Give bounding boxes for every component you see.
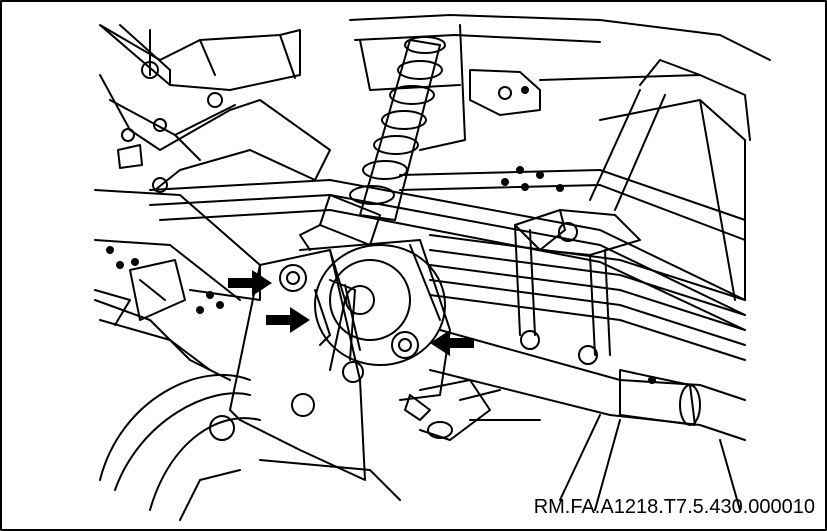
spring-eye-bushing xyxy=(299,239,451,421)
lower-center-parts xyxy=(419,379,541,441)
upper-right-frame xyxy=(349,14,771,301)
upper-left-bolt-arrow xyxy=(228,270,272,296)
upper-frame-bracket xyxy=(99,24,331,193)
axle-beam xyxy=(429,329,746,511)
callout-arrows xyxy=(228,270,474,356)
reference-code: RM.FA.A1218.T7.5.430.000010 xyxy=(533,496,815,518)
brake-drum xyxy=(99,373,401,521)
leaf-spring xyxy=(149,166,746,361)
shock-absorber xyxy=(299,36,446,251)
right-bolt-arrow xyxy=(430,330,474,356)
left-side-member xyxy=(94,189,261,381)
u-bolt-clamp xyxy=(514,209,641,365)
middle-bolt-arrow xyxy=(266,307,310,333)
